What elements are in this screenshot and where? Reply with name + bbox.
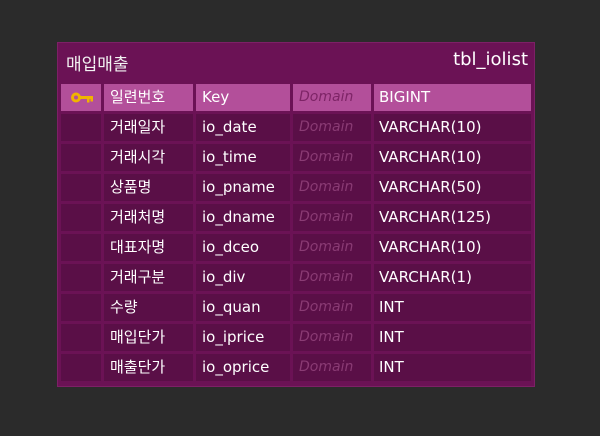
column-type: INT bbox=[374, 294, 531, 321]
entity-physical-name: tbl_iolist bbox=[453, 49, 528, 70]
icon-cell bbox=[61, 294, 101, 321]
column-logical-name: 매출단가 bbox=[104, 354, 193, 381]
column-domain: Domain bbox=[293, 354, 371, 381]
key-icon bbox=[71, 92, 93, 103]
column-physical-name: io_pname bbox=[196, 174, 290, 201]
column-domain: Domain bbox=[293, 234, 371, 261]
icon-cell bbox=[61, 144, 101, 171]
column-row[interactable]: 수량 io_quan Domain INT bbox=[61, 294, 531, 321]
icon-cell bbox=[61, 324, 101, 351]
column-physical-name: io_oprice bbox=[196, 354, 290, 381]
column-physical-name: io_iprice bbox=[196, 324, 290, 351]
column-logical-name: 거래시각 bbox=[104, 144, 193, 171]
column-row[interactable]: 거래시각 io_time Domain VARCHAR(10) bbox=[61, 144, 531, 171]
column-domain: Domain bbox=[293, 294, 371, 321]
entity-header: 매입매출 tbl_iolist bbox=[58, 43, 534, 79]
column-physical-name: io_dname bbox=[196, 204, 290, 231]
column-domain: Domain bbox=[293, 204, 371, 231]
column-logical-name: 거래일자 bbox=[104, 114, 193, 141]
column-domain: Domain bbox=[293, 84, 371, 111]
column-type: VARCHAR(10) bbox=[374, 234, 531, 261]
column-domain: Domain bbox=[293, 174, 371, 201]
column-logical-name: 수량 bbox=[104, 294, 193, 321]
icon-cell bbox=[61, 114, 101, 141]
column-type: INT bbox=[374, 354, 531, 381]
column-logical-name: 거래처명 bbox=[104, 204, 193, 231]
column-logical-name: 거래구분 bbox=[104, 264, 193, 291]
column-domain: Domain bbox=[293, 144, 371, 171]
column-physical-name: io_time bbox=[196, 144, 290, 171]
column-row[interactable]: 대표자명 io_dceo Domain VARCHAR(10) bbox=[61, 234, 531, 261]
icon-cell bbox=[61, 204, 101, 231]
column-type: INT bbox=[374, 324, 531, 351]
icon-cell bbox=[61, 174, 101, 201]
column-type: VARCHAR(50) bbox=[374, 174, 531, 201]
column-type: VARCHAR(125) bbox=[374, 204, 531, 231]
column-domain: Domain bbox=[293, 324, 371, 351]
column-row-pk[interactable]: 일련번호 Key Domain BIGINT bbox=[61, 84, 531, 111]
column-row[interactable]: 거래일자 io_date Domain VARCHAR(10) bbox=[61, 114, 531, 141]
key-icon-cell bbox=[61, 84, 101, 111]
column-type: VARCHAR(1) bbox=[374, 264, 531, 291]
icon-cell bbox=[61, 264, 101, 291]
column-logical-name: 상품명 bbox=[104, 174, 193, 201]
icon-cell bbox=[61, 234, 101, 261]
icon-cell bbox=[61, 354, 101, 381]
column-row[interactable]: 매입단가 io_iprice Domain INT bbox=[61, 324, 531, 351]
column-row[interactable]: 거래처명 io_dname Domain VARCHAR(125) bbox=[61, 204, 531, 231]
column-logical-name: 대표자명 bbox=[104, 234, 193, 261]
entity-tbl-iolist[interactable]: 매입매출 tbl_iolist 일련번호 Key Domain BIGINT 거… bbox=[57, 42, 535, 387]
column-domain: Domain bbox=[293, 264, 371, 291]
column-type: VARCHAR(10) bbox=[374, 144, 531, 171]
column-row[interactable]: 상품명 io_pname Domain VARCHAR(50) bbox=[61, 174, 531, 201]
column-physical-name: io_quan bbox=[196, 294, 290, 321]
column-type: BIGINT bbox=[374, 84, 531, 111]
column-row[interactable]: 매출단가 io_oprice Domain INT bbox=[61, 354, 531, 381]
column-domain: Domain bbox=[293, 114, 371, 141]
column-physical-name: Key bbox=[196, 84, 290, 111]
column-logical-name: 매입단가 bbox=[104, 324, 193, 351]
column-physical-name: io_date bbox=[196, 114, 290, 141]
column-type: VARCHAR(10) bbox=[374, 114, 531, 141]
entity-logical-name: 매입매출 bbox=[66, 55, 129, 75]
column-physical-name: io_div bbox=[196, 264, 290, 291]
column-physical-name: io_dceo bbox=[196, 234, 290, 261]
column-row[interactable]: 거래구분 io_div Domain VARCHAR(1) bbox=[61, 264, 531, 291]
column-logical-name: 일련번호 bbox=[104, 84, 193, 111]
